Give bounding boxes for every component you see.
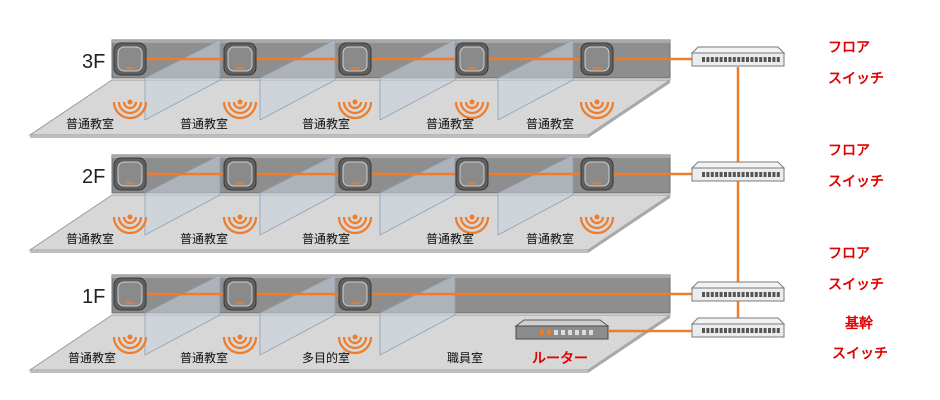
wifi-signal-icon: [222, 334, 258, 355]
switch-label-line1: フロア: [828, 246, 870, 262]
room-label: 普通教室: [180, 231, 228, 246]
room-label: 普通教室: [526, 231, 574, 246]
room-label: 普通教室: [526, 116, 574, 131]
network-switch-icon: [690, 317, 786, 338]
router-label: ルーター: [532, 351, 588, 367]
wifi-signal-icon: [222, 214, 258, 235]
network-switch-icon: [690, 161, 786, 182]
room-label: 職員室: [447, 350, 483, 365]
floor-edge: [30, 370, 588, 373]
floor-side: [588, 315, 670, 373]
access-point-icon: [113, 277, 147, 311]
access-point-icon: [223, 42, 257, 76]
core-switch-label-line2: スイッチ: [832, 346, 888, 362]
access-point-icon: [455, 42, 489, 76]
room-label: 普通教室: [426, 231, 474, 246]
room-label: 普通教室: [180, 116, 228, 131]
room-label: 多目的室: [302, 350, 350, 365]
switch-label-line2: スイッチ: [828, 277, 884, 293]
access-point-icon: [580, 42, 614, 76]
floor-label: 2F: [82, 166, 105, 188]
access-point-icon: [580, 157, 614, 191]
wifi-signal-icon: [112, 214, 148, 235]
switch-label-line1: フロア: [828, 143, 870, 159]
access-point-icon: [223, 277, 257, 311]
wifi-signal-icon: [337, 99, 373, 120]
floor-1F: [28, 274, 692, 373]
access-point-icon: [338, 157, 372, 191]
floors-layer: [28, 39, 740, 373]
labels-layer: 3F普通教室普通教室普通教室普通教室普通教室フロアスイッチ2F普通教室普通教室普…: [66, 40, 888, 367]
devices-layer: [514, 46, 786, 340]
access-point-icon: [113, 42, 147, 76]
core-switch-label-line1: 基幹: [845, 315, 874, 332]
room-label: 普通教室: [426, 116, 474, 131]
wifi-signal-icon: [112, 99, 148, 120]
room-label: 普通教室: [302, 231, 350, 246]
access-point-icon: [223, 157, 257, 191]
wifi-signal-icon: [222, 99, 258, 120]
router-icon: [514, 319, 610, 340]
floor-label: 3F: [82, 51, 105, 73]
network-switch-icon: [690, 281, 786, 302]
access-point-icon: [455, 157, 489, 191]
room-label: 普通教室: [66, 116, 114, 131]
switch-label-line2: スイッチ: [828, 71, 884, 87]
room-label: 普通教室: [66, 231, 114, 246]
wifi-signal-icon: [112, 334, 148, 355]
wifi-signal-icon: [337, 214, 373, 235]
floor-edge: [30, 135, 588, 138]
floor-label: 1F: [82, 286, 105, 308]
floor-3F: [28, 39, 692, 138]
wifi-signal-icon: [337, 334, 373, 355]
room-label: 普通教室: [302, 116, 350, 131]
switch-label-line1: フロア: [828, 40, 870, 56]
room-label: 普通教室: [180, 350, 228, 365]
access-point-icon: [338, 42, 372, 76]
wifi-signal-icon: [454, 214, 490, 235]
floor-side: [588, 80, 670, 138]
wifi-signal-icon: [579, 214, 615, 235]
floor-edge: [30, 250, 588, 253]
ceiling-highlight: [112, 275, 670, 278]
network-switch-icon: [690, 46, 786, 67]
room-label: 普通教室: [68, 350, 116, 365]
wifi-signal-icon: [579, 99, 615, 120]
ceiling-highlight: [112, 155, 670, 158]
wifi-signal-icon: [454, 99, 490, 120]
access-point-icon: [338, 277, 372, 311]
floor-2F: [28, 154, 692, 253]
floor-side: [588, 195, 670, 253]
switch-label-line2: スイッチ: [828, 174, 884, 190]
access-point-icon: [113, 157, 147, 191]
ceiling-highlight: [112, 40, 670, 43]
